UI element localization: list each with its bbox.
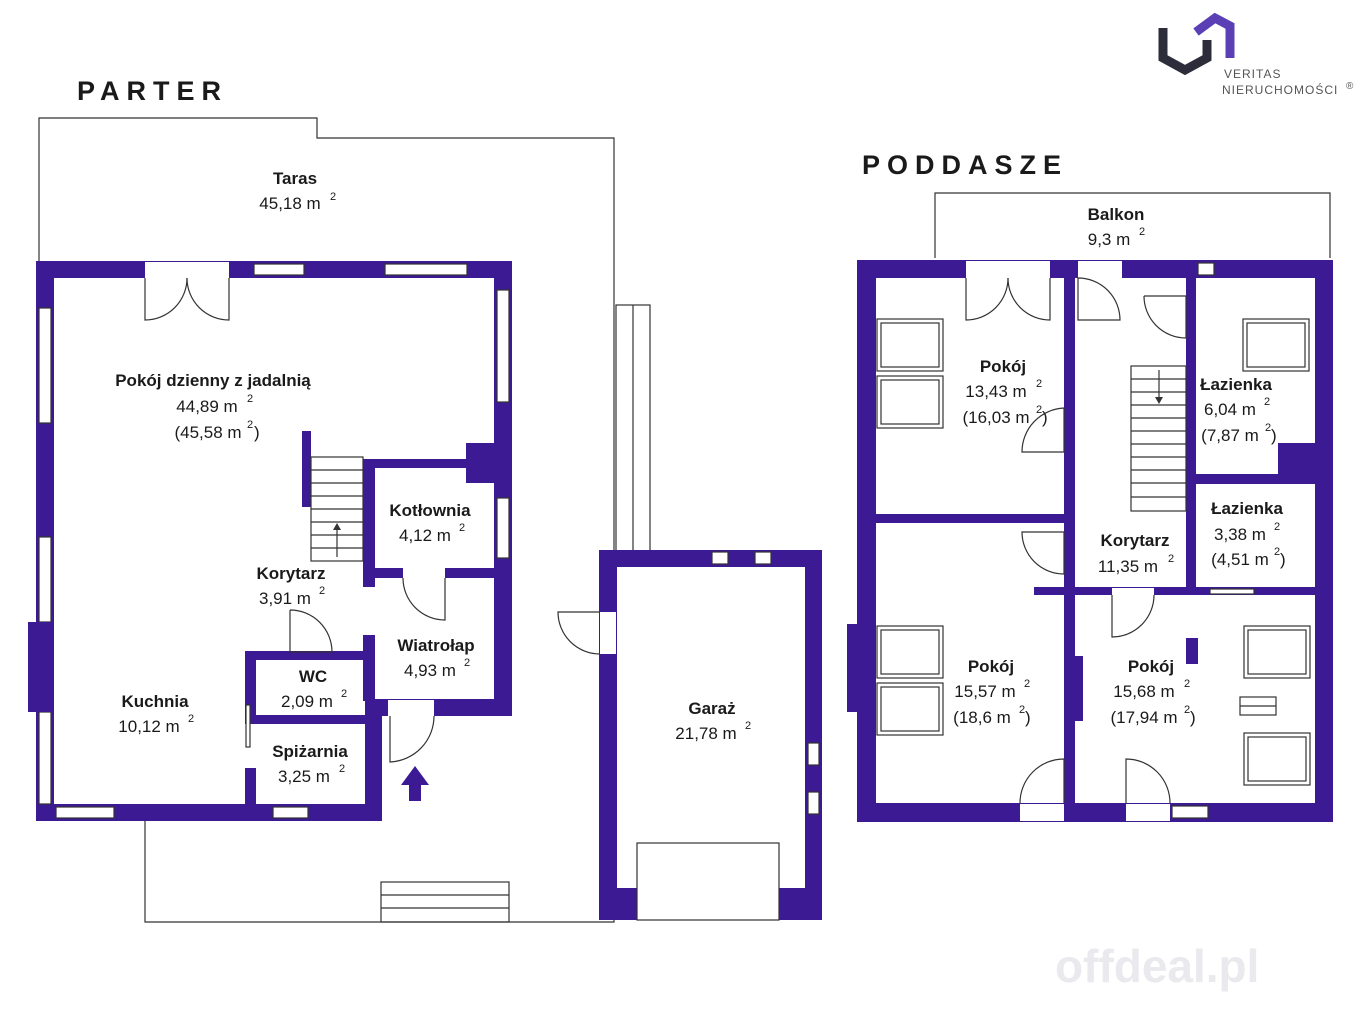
label-pokoj3-sup: 2 bbox=[1184, 678, 1190, 690]
entrance-steps bbox=[380, 881, 510, 923]
wc-door bbox=[289, 609, 333, 653]
label-wc-area: 2,09 m bbox=[281, 692, 333, 711]
watermark: offdeal.pl bbox=[1055, 940, 1259, 992]
balcony-outline bbox=[934, 192, 1331, 258]
label-pokoj3-area2: (17,94 m bbox=[1110, 708, 1177, 727]
floor-title-poddasze: PODDASZE bbox=[862, 150, 1068, 180]
label-taras-area: 45,18 m bbox=[259, 194, 320, 213]
label-pokoj2-area: 15,57 m bbox=[954, 682, 1015, 701]
label-lazienka2-area2: (4,51 m bbox=[1211, 550, 1269, 569]
stairs-poddasze bbox=[1130, 365, 1187, 512]
label-korytarz-g-area: 11,35 m bbox=[1098, 557, 1158, 576]
label-wc-name: WC bbox=[299, 667, 327, 686]
label-kuchnia-area: 10,12 m bbox=[118, 717, 179, 736]
label-garaz-sup: 2 bbox=[745, 720, 751, 732]
label-korytarz-p-name: Korytarz bbox=[257, 564, 326, 583]
label-wiatrolap-name: Wiatrołap bbox=[397, 636, 474, 655]
brand-line1: VERITAS bbox=[1224, 67, 1281, 81]
label-korytarz-p-sup: 2 bbox=[319, 585, 325, 597]
label-lazienka1-name: Łazienka bbox=[1200, 375, 1272, 394]
label-korytarz-g-name: Korytarz bbox=[1101, 531, 1170, 550]
label-lazienka1-area: 6,04 m bbox=[1204, 400, 1256, 419]
label-pokoj1-name: Pokój bbox=[980, 357, 1026, 376]
label-lazienka1-area2: (7,87 m bbox=[1201, 426, 1259, 445]
label-kotlownia-area: 4,12 m bbox=[399, 526, 451, 545]
label-kuchnia-name: Kuchnia bbox=[121, 692, 189, 711]
stairs-parter bbox=[310, 456, 364, 562]
label-kuchnia-sup: 2 bbox=[188, 713, 194, 725]
label-salon-close2: ) bbox=[254, 423, 260, 442]
terrace-door-left bbox=[144, 277, 188, 321]
label-pokoj1-sup: 2 bbox=[1036, 378, 1042, 390]
label-lazienka2-sup: 2 bbox=[1274, 521, 1280, 533]
entrance-door bbox=[389, 715, 435, 763]
label-garaz-area: 21,78 m bbox=[675, 724, 736, 743]
label-spizarnia-area: 3,25 m bbox=[278, 767, 330, 786]
label-taras-sup: 2 bbox=[330, 191, 336, 203]
label-wiatrolap-sup: 2 bbox=[464, 657, 470, 669]
label-kotlownia-name: Kotłownia bbox=[389, 501, 471, 520]
label-garaz-name: Garaż bbox=[688, 699, 735, 718]
poddasze-plan bbox=[847, 192, 1333, 822]
garage-side-door bbox=[557, 611, 601, 655]
label-taras-name: Taras bbox=[273, 169, 317, 188]
label-korytarz-p-area: 3,91 m bbox=[259, 589, 311, 608]
brand-line2: NIERUCHOMOŚCI bbox=[1222, 82, 1338, 97]
label-kotlownia-sup: 2 bbox=[459, 522, 465, 534]
label-lazienka1-sup: 2 bbox=[1264, 396, 1270, 408]
garage-plan bbox=[557, 550, 822, 921]
label-pokoj3-sup2: 2 bbox=[1184, 704, 1190, 716]
garage-gate bbox=[636, 842, 780, 921]
label-salon-name: Pokój dzienny z jadalnią bbox=[115, 371, 311, 390]
label-balkon-sup: 2 bbox=[1139, 226, 1145, 238]
label-lazienka1-sup2: 2 bbox=[1265, 422, 1271, 434]
entrance-arrow-icon bbox=[401, 766, 429, 801]
label-pokoj3-area: 15,68 m bbox=[1113, 682, 1174, 701]
floor-title-parter: PARTER bbox=[77, 76, 228, 106]
label-pokoj2-sup2: 2 bbox=[1019, 704, 1025, 716]
label-salon-area2: (45,58 m bbox=[174, 423, 241, 442]
label-pokoj2-name: Pokój bbox=[968, 657, 1014, 676]
label-pokoj1-sup2: 2 bbox=[1036, 404, 1042, 416]
label-spizarnia-name: Spiżarnia bbox=[272, 742, 348, 761]
kotlownia-door bbox=[402, 577, 446, 621]
room-labels: Taras 45,18 m 2 Pokój dzienny z jadalnią… bbox=[115, 169, 1285, 786]
terrace-outline bbox=[38, 117, 615, 923]
veritas-logo-icon bbox=[1158, 12, 1235, 76]
label-pokoj3-close2: ) bbox=[1190, 708, 1196, 727]
label-balkon-area: 9,3 m bbox=[1088, 230, 1131, 249]
label-balkon-name: Balkon bbox=[1088, 205, 1145, 224]
label-salon-sup2: 2 bbox=[247, 419, 253, 431]
label-lazienka2-close2: ) bbox=[1280, 550, 1286, 569]
label-pokoj2-close2: ) bbox=[1025, 708, 1031, 727]
label-pokoj1-area2: (16,03 m bbox=[962, 408, 1029, 427]
label-pokoj3-name: Pokój bbox=[1128, 657, 1174, 676]
parter-plan bbox=[28, 117, 651, 923]
label-pokoj2-area2: (18,6 m bbox=[953, 708, 1011, 727]
label-salon-sup: 2 bbox=[247, 393, 253, 405]
label-spizarnia-sup: 2 bbox=[339, 763, 345, 775]
label-korytarz-g-sup: 2 bbox=[1168, 553, 1174, 565]
label-pokoj1-area: 13,43 m bbox=[965, 382, 1026, 401]
label-lazienka2-name: Łazienka bbox=[1211, 499, 1283, 518]
brand-reg: ® bbox=[1346, 81, 1354, 92]
label-wiatrolap-area: 4,93 m bbox=[404, 661, 456, 680]
terrace-door-right bbox=[186, 277, 230, 321]
label-lazienka2-sup2: 2 bbox=[1274, 546, 1280, 558]
label-salon-area: 44,89 m bbox=[176, 397, 237, 416]
label-lazienka1-close2: ) bbox=[1271, 426, 1277, 445]
label-lazienka2-area: 3,38 m bbox=[1214, 525, 1266, 544]
label-pokoj1-close2: ) bbox=[1042, 408, 1048, 427]
label-wc-sup: 2 bbox=[341, 688, 347, 700]
label-pokoj2-sup: 2 bbox=[1024, 678, 1030, 690]
